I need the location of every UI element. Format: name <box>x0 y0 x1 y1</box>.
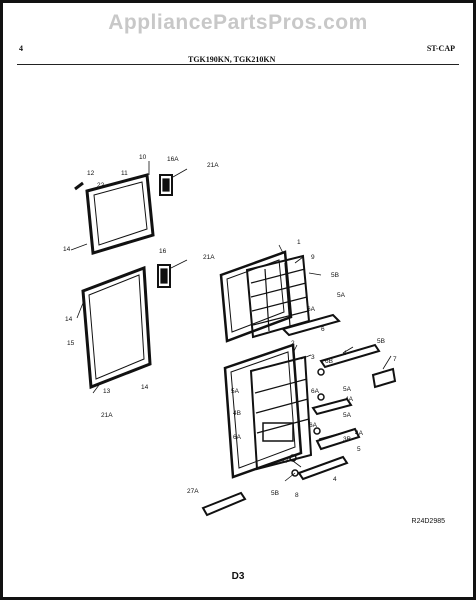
callout-label: 5A <box>337 292 346 299</box>
callout-label: 5A <box>231 388 240 395</box>
callout-label: 1 <box>297 239 301 246</box>
drawing-reference: R24D2985 <box>411 518 445 525</box>
callout-label: 6A <box>309 422 318 429</box>
callout-label: 10 <box>139 154 147 161</box>
callout-label: 6A <box>233 434 242 441</box>
door-shelf-upper <box>281 313 341 337</box>
sheet-identifier: D3 <box>231 571 245 582</box>
fresh-food-door-assembly <box>223 343 313 479</box>
leader-lines <box>70 161 392 482</box>
callout-label: 4 <box>343 350 347 357</box>
callout-label: 14 <box>141 384 149 391</box>
callout-label: 21A <box>207 162 219 169</box>
callout-label: 5 <box>357 446 361 453</box>
callout-label: 4A <box>355 430 364 437</box>
callout-label: 22 <box>97 182 105 189</box>
callout-label: 11 <box>121 170 128 177</box>
exploded-view-drawing: 12 11 22 10 16A 21A 14 16 21A 14 15 13 1… <box>63 154 397 517</box>
callout-label: 3B <box>343 436 351 443</box>
callout-label: 6 <box>321 326 325 333</box>
callout-label: 3 <box>311 354 315 361</box>
callout-label: 6A <box>307 306 316 313</box>
handle-upper <box>159 174 173 196</box>
callout-label: 5B <box>271 490 279 497</box>
header-rule <box>17 64 459 65</box>
door-shelf-bars <box>201 343 397 517</box>
callout-label: 6B <box>325 358 333 365</box>
callout-label: 15 <box>67 340 75 347</box>
handle-lower <box>157 264 171 288</box>
callout-label: 5A <box>343 386 352 393</box>
page-number: 4 <box>19 44 23 53</box>
callout-label: 13 <box>103 388 111 395</box>
callout-label: 14 <box>65 316 73 323</box>
callout-labels: 12 11 22 10 16A 21A 14 16 21A 14 15 13 1… <box>63 154 397 499</box>
callout-label: 6A <box>311 388 320 395</box>
callout-label: 27 <box>281 458 289 465</box>
callout-label: 4 <box>333 476 337 483</box>
screws-and-clips <box>289 368 325 477</box>
callout-label: 12 <box>87 170 95 177</box>
freezer-door-gasket <box>74 173 155 255</box>
freezer-door-assembly <box>219 250 311 343</box>
callout-label: 16A <box>167 156 179 163</box>
callout-label: 5B <box>331 272 339 279</box>
fresh-food-door-gasket <box>81 265 152 390</box>
callout-label: 2 <box>291 340 295 347</box>
callout-label: 9 <box>311 254 315 261</box>
callout-label: 7 <box>393 356 397 363</box>
callout-label: 5B <box>377 338 385 345</box>
callout-label: 4A <box>345 396 354 403</box>
callout-label: 27A <box>187 488 199 495</box>
model-numbers: TGK190KN, TGK210KN <box>188 55 276 64</box>
callout-label: 21A <box>101 412 113 419</box>
callout-label: 5A <box>343 412 352 419</box>
section-code: ST-CAP <box>426 44 455 53</box>
watermark: AppliancePartsPros.com <box>108 11 368 34</box>
callout-label: 8 <box>295 492 299 499</box>
callout-label: 14 <box>63 246 71 253</box>
callout-label: 16 <box>159 248 167 255</box>
callout-label: 4B <box>233 410 241 417</box>
callout-label: 21A <box>203 254 215 261</box>
